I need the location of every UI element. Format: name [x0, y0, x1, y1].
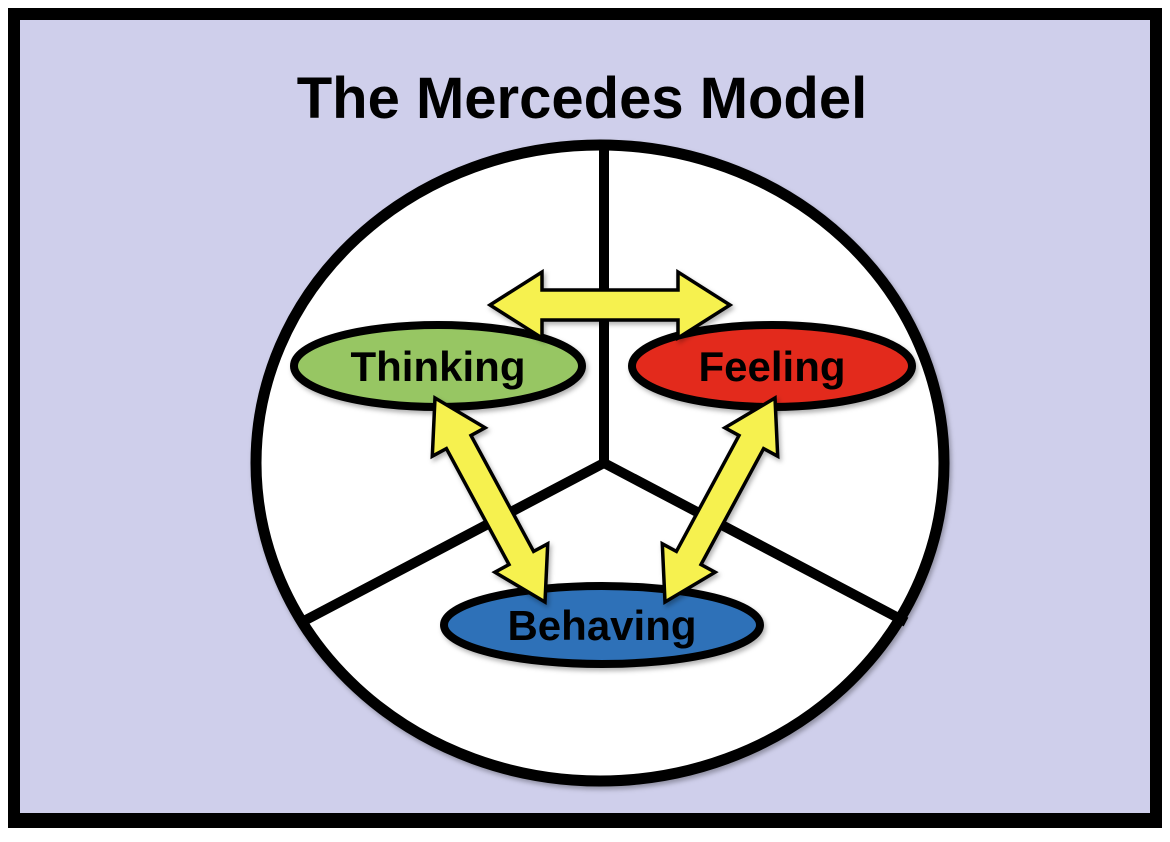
- divider-line-left: [299, 458, 607, 627]
- node-label-thinking: Thinking: [351, 343, 526, 390]
- arrow-feeling-behaving: [660, 395, 780, 605]
- arrow-thinking-feeling: [486, 268, 734, 342]
- node-label-feeling: Feeling: [698, 343, 845, 390]
- divider-line-right: [601, 458, 909, 627]
- node-label-behaving: Behaving: [507, 602, 696, 649]
- arrow-thinking-behaving: [430, 395, 550, 605]
- node-ellipse-behaving: [440, 582, 764, 668]
- page-title: The Mercedes Model: [297, 66, 867, 131]
